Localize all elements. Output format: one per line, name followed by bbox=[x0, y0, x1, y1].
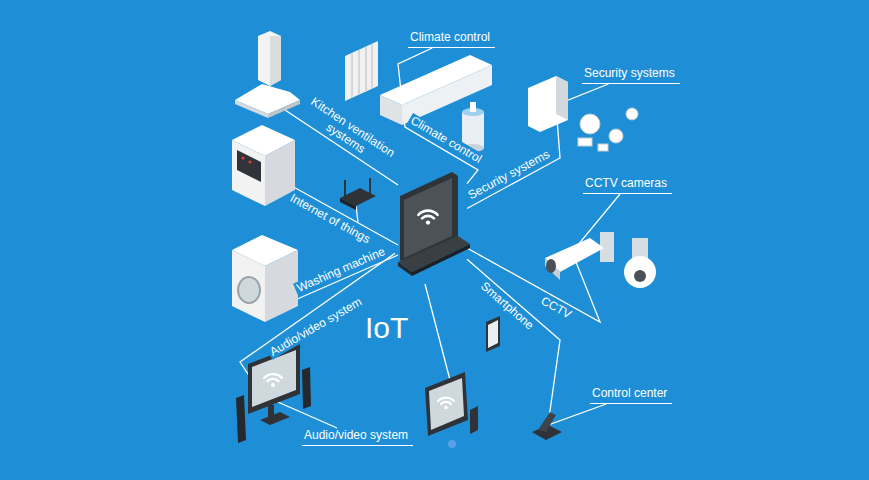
smartphone bbox=[486, 316, 500, 352]
laptop bbox=[398, 172, 470, 276]
control-center-device bbox=[532, 412, 562, 440]
line-label: Kitchen ventilation systems bbox=[296, 92, 401, 174]
tv-set-part bbox=[264, 374, 282, 387]
kitchen-hood-part bbox=[258, 31, 281, 86]
oven-part bbox=[242, 157, 245, 160]
washing-machine-part bbox=[238, 277, 260, 303]
humidifier-part bbox=[470, 102, 476, 112]
smartphone-part bbox=[486, 316, 500, 352]
tablet-part bbox=[425, 372, 468, 436]
laptop-part bbox=[398, 236, 470, 272]
security-sensors-part bbox=[580, 114, 600, 134]
node-label: Security systems bbox=[584, 66, 675, 80]
connector-line bbox=[467, 194, 620, 322]
device-callout: CCTV cameras bbox=[583, 176, 672, 194]
speakers bbox=[236, 367, 311, 443]
device-callout: Security systems bbox=[582, 66, 680, 84]
wall-camera-part bbox=[546, 259, 556, 273]
security-panel bbox=[528, 0, 568, 132]
dome-camera-part bbox=[634, 270, 646, 282]
oven-part bbox=[237, 150, 261, 182]
device-callout: Control center bbox=[590, 386, 672, 404]
speakers-part bbox=[302, 367, 311, 409]
illustration-part bbox=[352, 44, 372, 98]
humidifier-part bbox=[462, 112, 484, 148]
router bbox=[340, 178, 376, 210]
connector-label: Climate control bbox=[406, 113, 485, 167]
tablet-part bbox=[470, 406, 478, 434]
tablet-part bbox=[438, 398, 454, 410]
illustration-part-part bbox=[371, 44, 373, 89]
security-sensors-part bbox=[578, 138, 592, 146]
node-label: Audio/video system bbox=[304, 428, 408, 442]
device-callout: Audio/video system bbox=[302, 428, 413, 446]
connector-label: Smartphone bbox=[477, 278, 538, 333]
wall-camera-part bbox=[545, 238, 604, 272]
kitchen-hood-part bbox=[270, 36, 281, 86]
leader-lines-part bbox=[425, 284, 450, 380]
laptop-part bbox=[418, 211, 437, 225]
control-center-device-part bbox=[538, 412, 556, 432]
security-sensors bbox=[578, 108, 638, 151]
node-label: Climate control bbox=[410, 30, 490, 44]
radiator bbox=[345, 41, 378, 101]
node-label: Control center bbox=[592, 386, 667, 400]
dome-camera-part bbox=[624, 256, 656, 288]
oven bbox=[232, 125, 295, 206]
oven-part bbox=[249, 161, 252, 164]
connector-label: CCTV bbox=[537, 293, 575, 322]
kitchen-hood-part bbox=[235, 84, 300, 114]
router-part bbox=[369, 178, 371, 194]
laptop-part bbox=[412, 244, 470, 276]
connector-line bbox=[467, 259, 606, 425]
speakers-part bbox=[236, 395, 246, 443]
security-panel-part bbox=[556, 76, 568, 120]
connector-label: Audio/video system bbox=[266, 294, 366, 360]
wall-camera-part bbox=[545, 258, 560, 280]
air-conditioner-part bbox=[380, 95, 402, 125]
oven-part bbox=[232, 140, 265, 206]
tablet bbox=[425, 372, 478, 448]
device-callout: Climate control bbox=[408, 30, 495, 48]
washing-machine bbox=[232, 235, 298, 322]
hub-laptop: IoT bbox=[395, 172, 467, 284]
security-panel-part bbox=[528, 76, 568, 132]
kitchen-hood-part bbox=[268, 100, 300, 118]
smartphone-part bbox=[488, 320, 498, 348]
washing-machine-part bbox=[232, 250, 265, 322]
node-label: CCTV cameras bbox=[585, 176, 667, 190]
air-conditioner bbox=[380, 55, 492, 125]
tv-set-part bbox=[260, 412, 290, 425]
security-sensors-part bbox=[609, 129, 623, 143]
illustration-part-part bbox=[351, 53, 353, 98]
node-label: IoT bbox=[365, 312, 408, 344]
kitchen-hood bbox=[235, 31, 300, 118]
line-label: Washing machine bbox=[293, 244, 389, 296]
wall-camera bbox=[545, 232, 614, 280]
radiator-part bbox=[345, 41, 378, 101]
leader-lines-part bbox=[356, 206, 358, 222]
illustration-part-part bbox=[365, 47, 367, 92]
security-sensors-part bbox=[626, 108, 638, 120]
dome-camera bbox=[624, 238, 656, 288]
security-sensors-part bbox=[598, 144, 608, 151]
tablet-part bbox=[448, 440, 456, 448]
kitchen-hood-part bbox=[235, 100, 268, 118]
router-part bbox=[340, 198, 356, 210]
tablet-part bbox=[429, 378, 464, 430]
laptop-part bbox=[398, 262, 412, 276]
router-part bbox=[344, 180, 346, 196]
illustration-part-part bbox=[358, 50, 360, 95]
line-label: Internet of things bbox=[286, 191, 374, 248]
